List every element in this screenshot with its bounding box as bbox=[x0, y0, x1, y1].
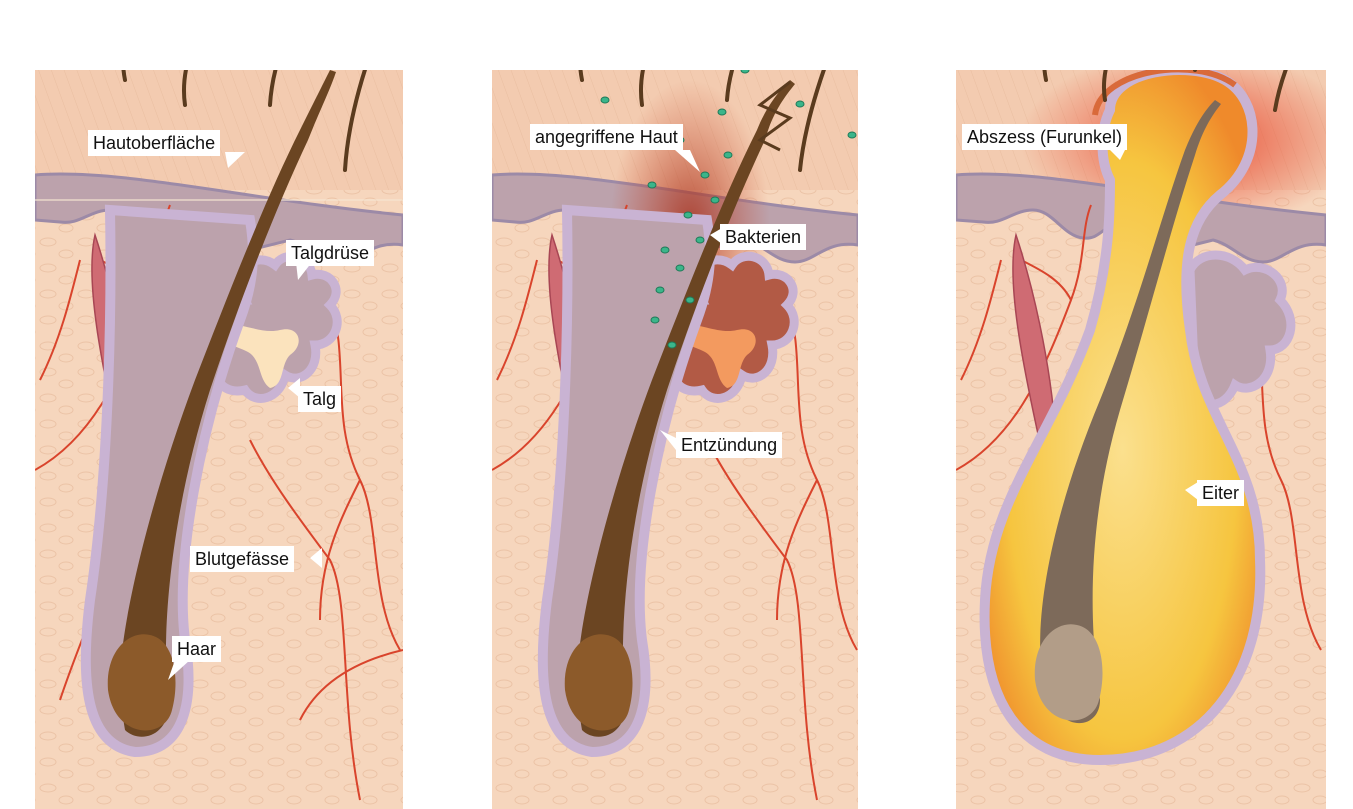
label-talg: Talg bbox=[298, 386, 341, 412]
label-haar: Haar bbox=[172, 636, 221, 662]
label-hautoberflaeche: Hautoberfläche bbox=[88, 130, 220, 156]
label-eiter: Eiter bbox=[1197, 480, 1244, 506]
label-entzuendung: Entzündung bbox=[676, 432, 782, 458]
label-abszess: Abszess (Furunkel) bbox=[962, 124, 1127, 150]
label-angegriffene-haut: angegriffene Haut bbox=[530, 124, 683, 150]
label-talgdruese: Talgdrüse bbox=[286, 240, 374, 266]
label-blutgefaesse: Blutgefässe bbox=[190, 546, 294, 572]
label-bakterien: Bakterien bbox=[720, 224, 806, 250]
